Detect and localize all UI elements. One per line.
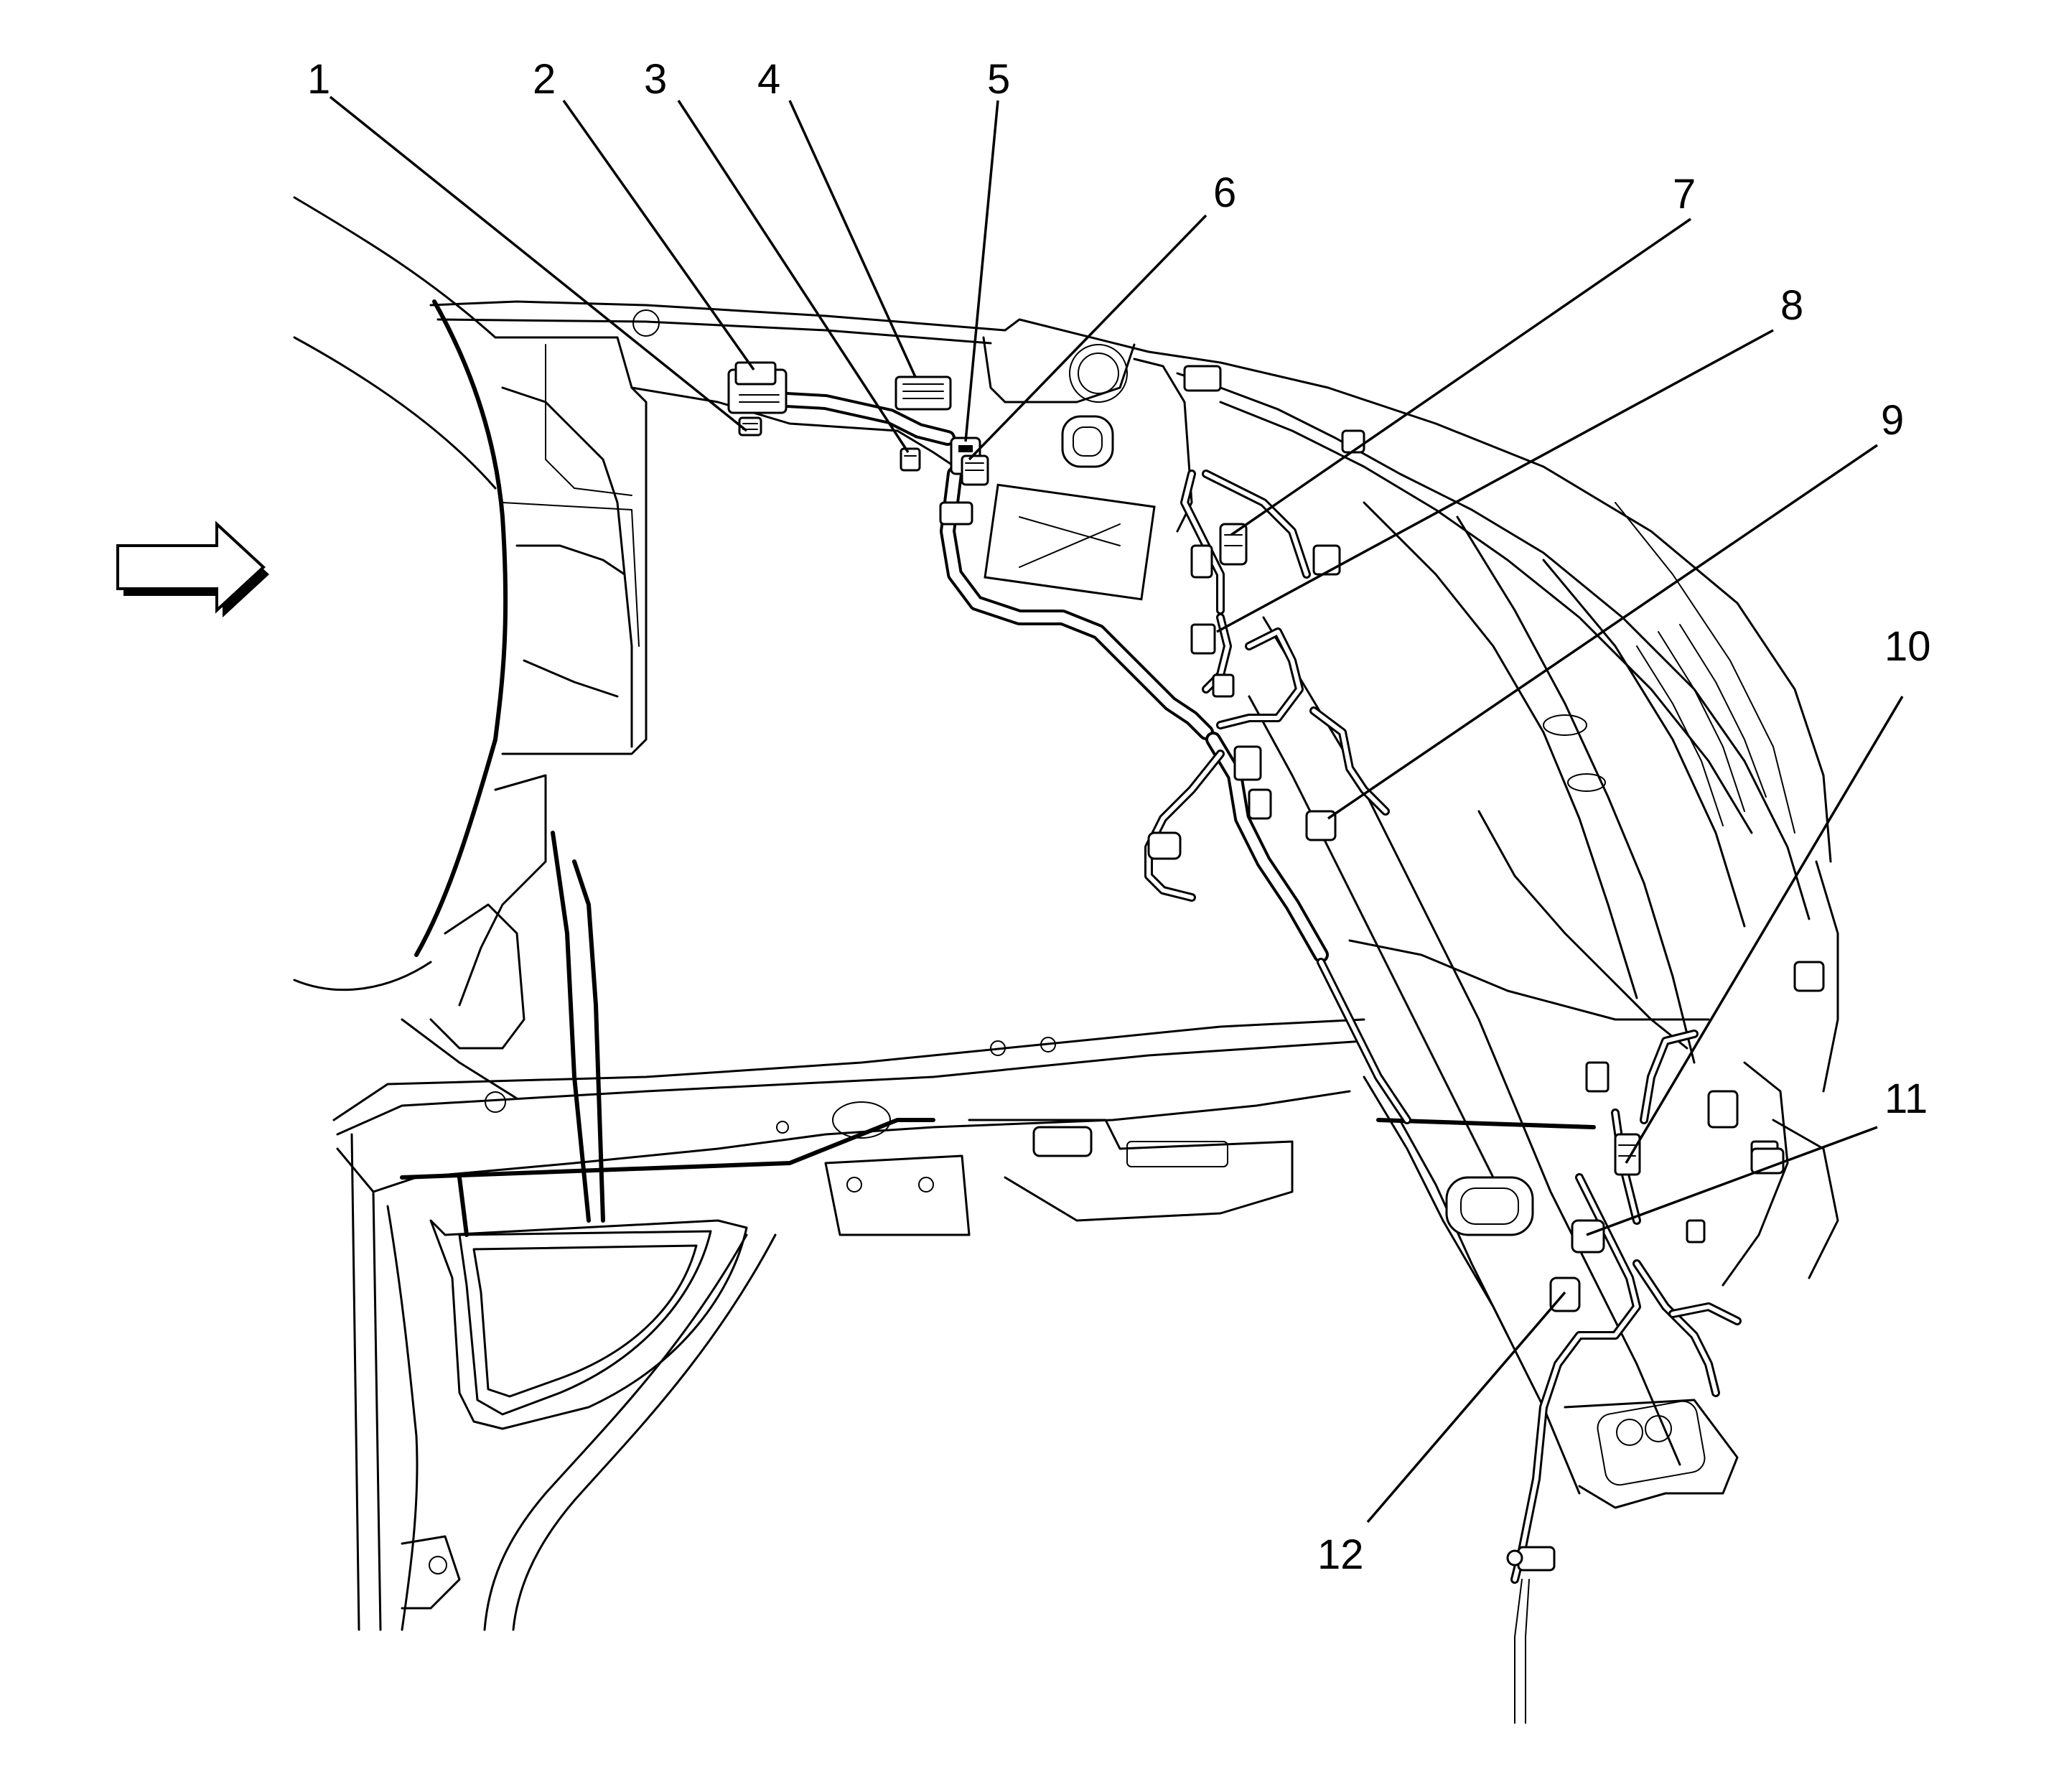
fender-side-panel <box>401 386 633 1223</box>
upper-body-structure <box>429 300 1832 863</box>
connector-12 <box>1506 1277 1581 1572</box>
callout-12: 12 <box>1317 1531 1364 1578</box>
callout-6: 6 <box>1213 169 1236 216</box>
connector-6 <box>939 454 989 526</box>
relay-block-2 <box>727 361 788 414</box>
leader-lines <box>329 95 1904 1523</box>
clip-3 <box>900 447 921 472</box>
callout-9: 9 <box>1881 397 1904 444</box>
connector-10 <box>1585 1061 1641 1176</box>
callout-1: 1 <box>307 56 330 103</box>
wiring-harness <box>753 391 1742 1724</box>
wheel-opening-outline <box>293 196 508 991</box>
lower-wheelhouse-apron <box>332 1018 1365 1631</box>
callout-8: 8 <box>1780 282 1803 329</box>
junction-block-4 <box>894 375 952 411</box>
callout-10: 10 <box>1884 623 1931 670</box>
radiator-support <box>1176 372 1839 1509</box>
callout-3: 3 <box>644 56 667 103</box>
right-arrow-icon <box>116 521 269 617</box>
callout-labels: 1 2 3 4 5 6 7 8 9 10 11 12 <box>307 56 1931 1578</box>
callout-11: 11 <box>1884 1075 1928 1122</box>
callout-2: 2 <box>533 56 556 103</box>
callout-5: 5 <box>987 56 1010 103</box>
clip-8 <box>1190 623 1235 698</box>
callout-4: 4 <box>757 56 780 103</box>
callout-7: 7 <box>1673 171 1696 218</box>
connector-9 <box>1147 745 1337 860</box>
connectors <box>727 361 1825 1572</box>
